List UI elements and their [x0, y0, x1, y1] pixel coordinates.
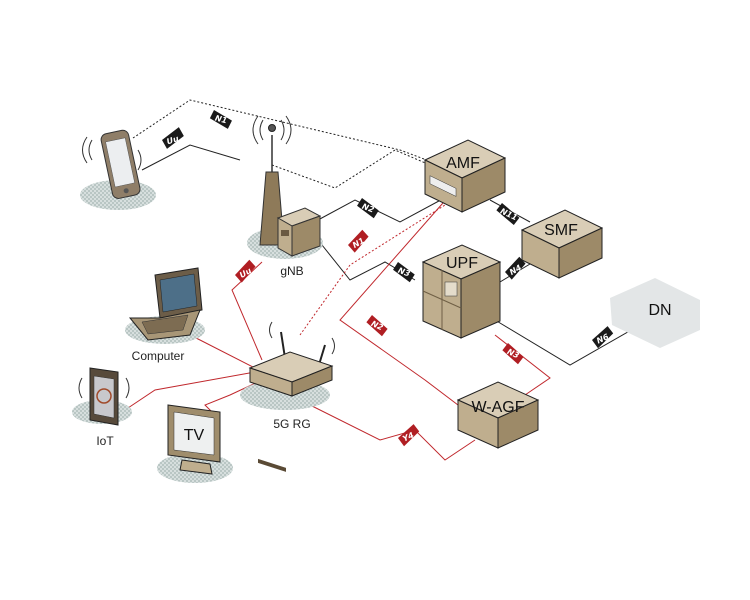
tag-n1-rg: N1: [348, 229, 369, 253]
upf-label: UPF: [446, 255, 478, 272]
tag-uu-rg: Uu: [235, 259, 256, 283]
link-phone-gnb-uu: [141, 144, 241, 171]
link-upf-dn-n6: [494, 319, 641, 366]
server-box-icon: [456, 381, 540, 449]
interface-tags: Uu N1 N2 N11 N3 N4 N6 N1: [162, 110, 614, 447]
computer-label: Computer: [132, 349, 185, 363]
link-rg-wagf-y4: [299, 399, 476, 461]
laptop-icon: [125, 267, 205, 344]
server-box-icon: [423, 139, 507, 213]
tag-y4: Y4: [398, 424, 420, 447]
tag-n11: N11: [496, 203, 520, 226]
data-network-cloud-icon: [610, 278, 700, 348]
tag-n2-gnb: N2: [357, 198, 379, 219]
link-rg-amf-n1: [299, 204, 446, 336]
tag-n2-wagf: N2: [366, 315, 388, 337]
antenna-tower-icon: [247, 115, 323, 259]
connection-lines: [127, 99, 641, 461]
tv-icon: [157, 404, 233, 483]
tag-n1-phone: N1: [209, 110, 232, 129]
link-wagf-amf-n2: [339, 194, 459, 406]
tag-uu-phone: Uu: [162, 127, 184, 149]
tag-text: N3: [397, 266, 412, 279]
smartphone-icon: [80, 129, 156, 210]
link-phone-amf-n1: [132, 99, 441, 166]
dn-label: DN: [648, 302, 671, 319]
tag-n3-gnb: N3: [393, 262, 415, 283]
amf-label: AMF: [446, 155, 480, 172]
node-labels: AMF SMF UPF W-AGF DN TV gNB Computer IoT…: [96, 155, 671, 448]
server-box-icon: [421, 244, 502, 339]
tag-text: N1: [214, 114, 228, 126]
link-gnb-amf-n1: [271, 149, 431, 189]
server-box-icon: [520, 209, 604, 279]
smf-label: SMF: [544, 222, 578, 239]
wagf-label: W-AGF: [471, 399, 524, 416]
link-rg-iot: [127, 371, 256, 409]
router-icon: [240, 321, 335, 472]
link-rg-gnb-uu: [231, 261, 263, 361]
iot-device-icon: [72, 367, 132, 426]
tv-label: TV: [184, 427, 205, 444]
gnb-label: gNB: [280, 264, 303, 278]
iot-label: IoT: [96, 434, 114, 448]
tag-text: N2: [361, 202, 376, 215]
rg-label: 5G RG: [273, 417, 310, 431]
tag-n3-wagf: N3: [502, 343, 524, 365]
tag-n6: N6: [592, 326, 614, 349]
tag-text: Uu: [165, 134, 180, 146]
